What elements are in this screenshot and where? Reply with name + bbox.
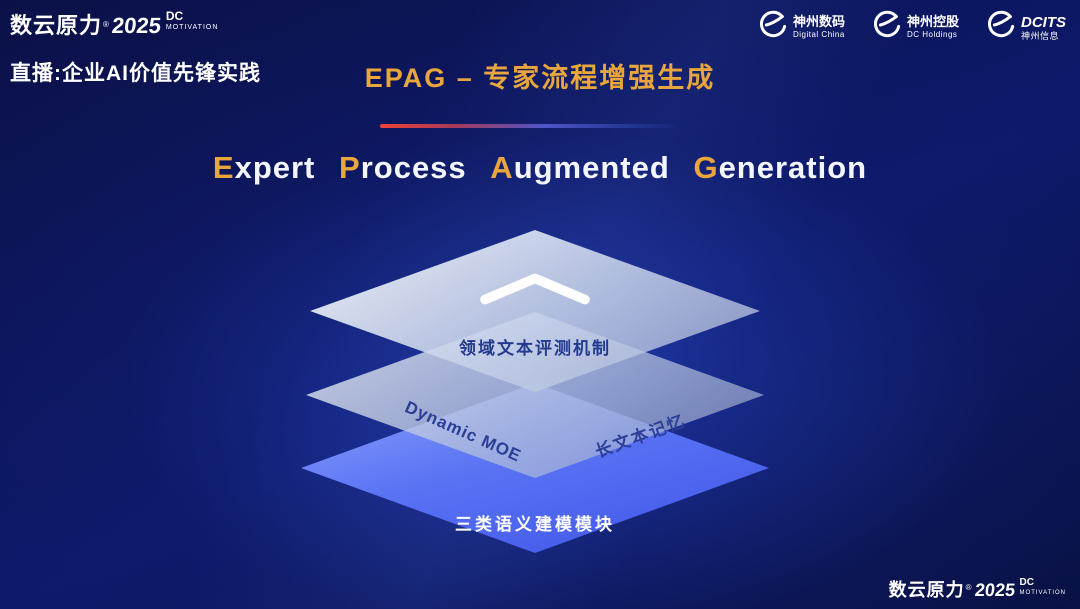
subtitle-initial: E: [212, 150, 235, 185]
brand-name: 数云原力: [10, 13, 103, 38]
partner-subname: DC Holdings: [906, 30, 958, 40]
brand-year: 2025: [973, 580, 1016, 600]
brand-dc: DC: [1019, 577, 1034, 588]
subtitle-word: Expert: [213, 150, 316, 185]
subtitle: Expert Process Augmented Generation: [0, 150, 1080, 186]
swoosh-icon: [985, 10, 1015, 45]
subtitle-word: Augmented: [490, 150, 670, 185]
brand-text: 数云原力®2025: [10, 8, 163, 40]
subtitle-initial: G: [693, 150, 719, 185]
live-stream-label: 直播:企业AI价值先锋实践: [10, 62, 261, 85]
page-title: EPAG – 专家流程增强生成: [364, 63, 716, 93]
partner-name: 神州控股: [906, 14, 959, 30]
brand-text: 数云原力®2025: [888, 576, 1016, 602]
brand-motivation: MOTIVATION: [165, 24, 219, 31]
brand-name: 数云原力: [888, 580, 965, 600]
swoosh-icon: [757, 10, 787, 45]
brand-tagline: DC MOTIVATION: [1019, 576, 1066, 597]
subtitle-rest: xpert: [234, 150, 316, 185]
layer-top-evaluation: [310, 230, 760, 392]
subtitle-rest: ugmented: [513, 150, 670, 185]
layer-label-top: 领域文本评测机制: [459, 339, 611, 358]
partner-logos: 神州数码 Digital China 神州控股 DC Holdings DCIT…: [757, 10, 1066, 45]
partner-logo-dc-holdings: 神州控股 DC Holdings: [871, 10, 959, 45]
partner-texts: 神州数码 Digital China: [792, 14, 845, 40]
partner-logo-dcits: DCITS 神州信息: [985, 10, 1066, 45]
brand-tagline: DC MOTIVATION: [166, 8, 219, 31]
partner-texts: 神州控股 DC Holdings: [906, 14, 959, 40]
brand-motivation: MOTIVATION: [1019, 590, 1066, 596]
brand-logo-footer: 数云原力®2025 DC MOTIVATION: [889, 576, 1066, 602]
brand-registered-mark: ®: [103, 19, 109, 29]
subtitle-word: Generation: [693, 150, 867, 185]
brand-dc: DC: [165, 9, 184, 23]
subtitle-initial: A: [490, 150, 514, 185]
brand-year: 2025: [110, 13, 163, 38]
swoosh-icon: [871, 10, 901, 45]
partner-logo-digital-china: 神州数码 Digital China: [757, 10, 845, 45]
subtitle-rest: eneration: [718, 150, 868, 185]
subtitle-initial: P: [339, 150, 361, 185]
partner-name: 神州数码: [792, 14, 845, 30]
layer-label-bottom: 三类语义建模模块: [455, 515, 615, 534]
partner-subname: Digital China: [792, 30, 845, 40]
title-divider: [380, 124, 680, 128]
chevron-up-icon: [478, 268, 592, 310]
partner-texts: DCITS 神州信息: [1021, 14, 1066, 42]
partner-name: DCITS: [1021, 13, 1066, 31]
brand-logo-header: 数云原力®2025 DC MOTIVATION: [10, 8, 218, 40]
subtitle-rest: rocess: [360, 150, 467, 185]
brand-registered-mark: ®: [965, 582, 972, 592]
subtitle-word: Process: [339, 150, 467, 185]
partner-subname: 神州信息: [1021, 30, 1060, 41]
